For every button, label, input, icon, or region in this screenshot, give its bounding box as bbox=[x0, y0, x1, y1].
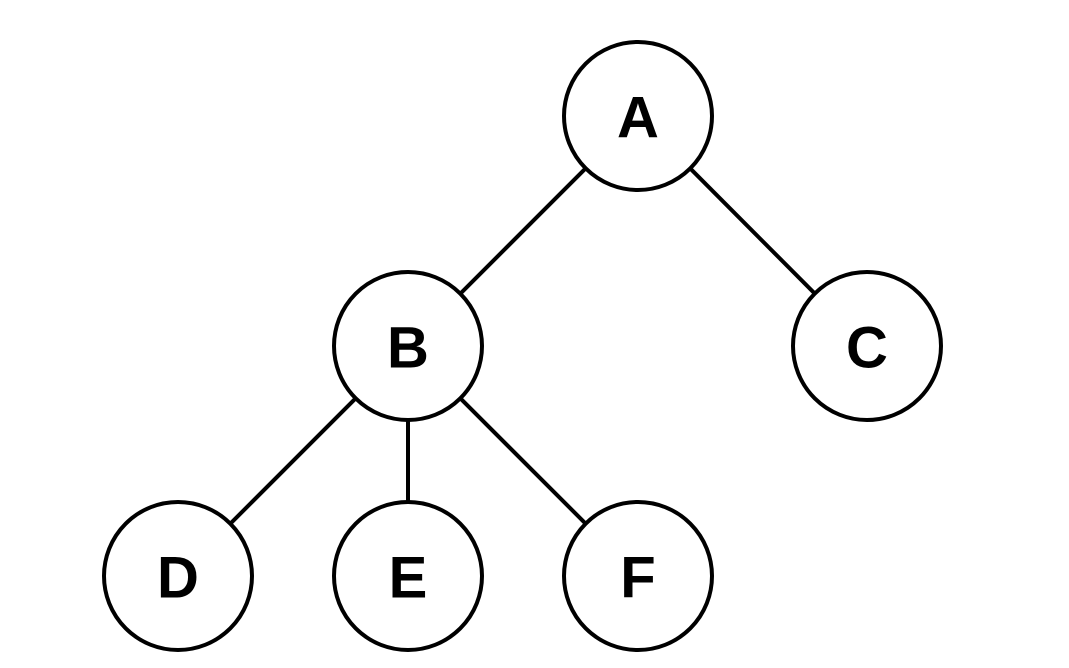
node-c: C bbox=[791, 270, 943, 422]
nodes-layer: A B C D E F bbox=[102, 40, 943, 652]
node-circle-c bbox=[791, 270, 943, 422]
edge-a-c bbox=[688, 167, 817, 295]
edge-a-b bbox=[458, 166, 588, 296]
node-circle-a bbox=[562, 40, 714, 192]
node-b: B bbox=[332, 270, 484, 422]
node-circle-d bbox=[102, 500, 254, 652]
node-circle-f bbox=[562, 500, 714, 652]
node-circle-e bbox=[332, 500, 484, 652]
node-label-f: F bbox=[620, 546, 655, 611]
node-label-d: D bbox=[157, 546, 199, 611]
node-a: A bbox=[562, 40, 714, 192]
edges-layer bbox=[228, 166, 817, 526]
node-label-c: C bbox=[846, 316, 888, 381]
node-label-e: E bbox=[389, 546, 428, 611]
edge-b-f bbox=[458, 396, 588, 526]
node-circle-b bbox=[332, 270, 484, 422]
node-d: D bbox=[102, 500, 254, 652]
edge-b-d bbox=[228, 396, 358, 526]
node-f: F bbox=[562, 500, 714, 652]
node-label-b: B bbox=[387, 316, 429, 381]
node-label-a: A bbox=[617, 86, 659, 151]
node-e: E bbox=[332, 500, 484, 652]
